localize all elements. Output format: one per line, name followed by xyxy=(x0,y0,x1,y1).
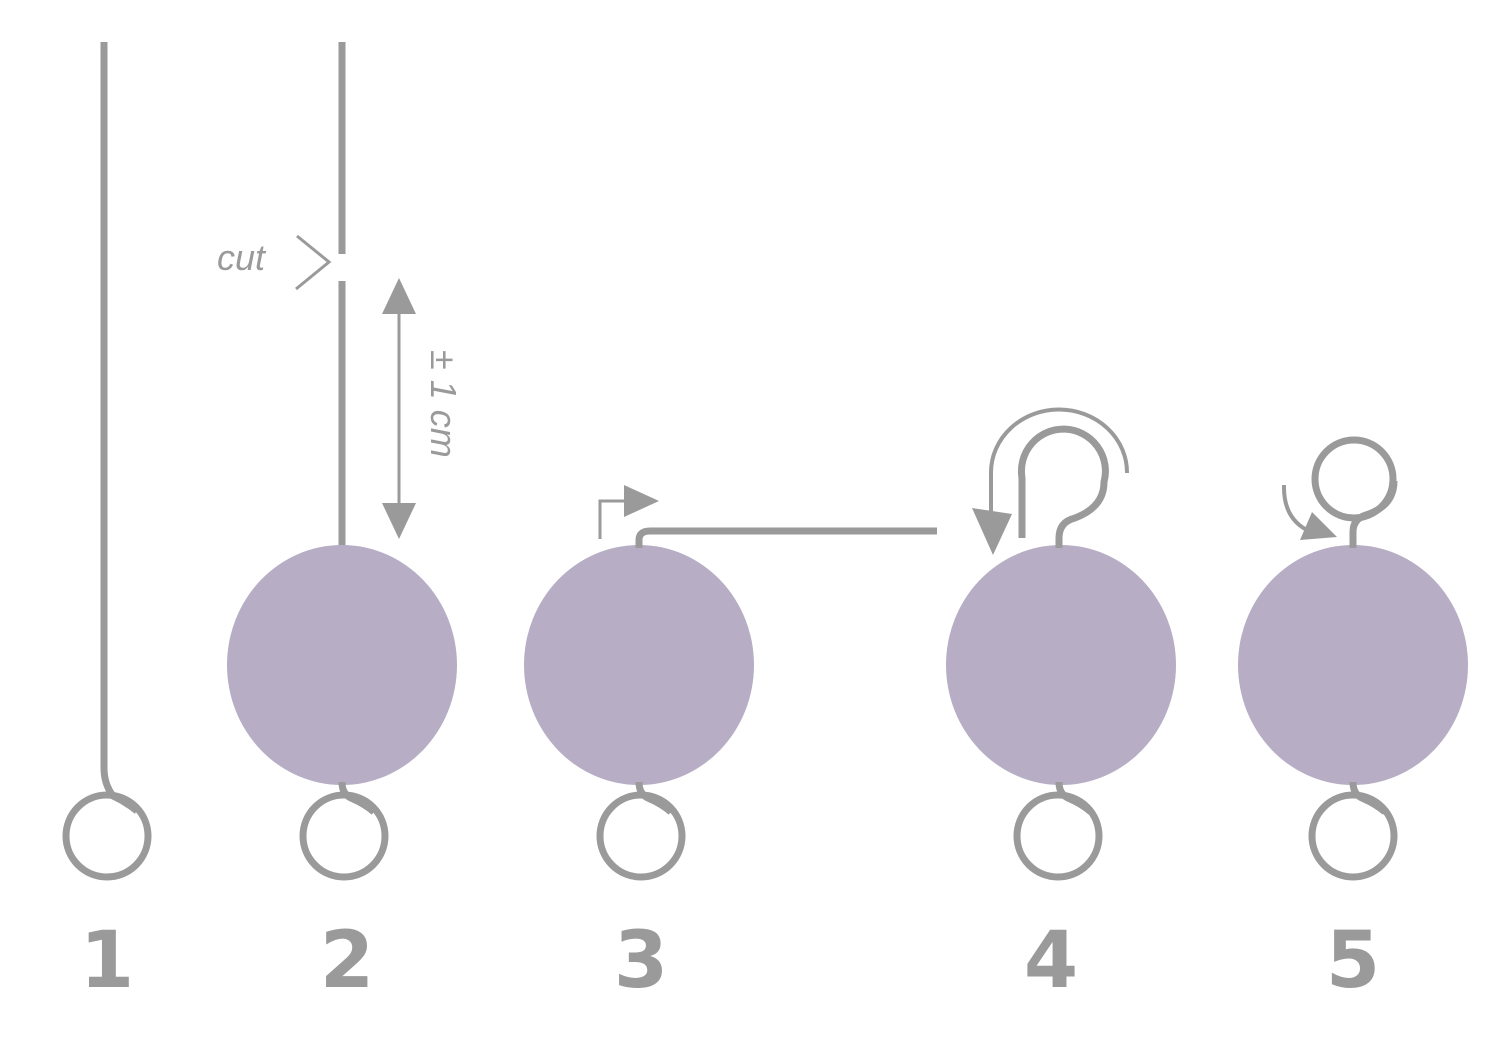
step-5-number: 5 xyxy=(1326,916,1380,1006)
step-1-eye-loop xyxy=(62,791,152,881)
step-2-eye-loop xyxy=(299,791,389,881)
step-3-eye-loop xyxy=(596,791,686,881)
distance-label: ± 1 cm xyxy=(423,350,464,458)
step-5-close-arrow-head-icon xyxy=(1300,512,1337,540)
step-3-group: 3 xyxy=(524,485,937,1006)
step-1-number: 1 xyxy=(80,916,134,1006)
distance-arrow-head-up-icon xyxy=(382,278,416,314)
distance-arrow-head-down-icon xyxy=(382,503,416,539)
step-4-top-loop-wire xyxy=(1017,425,1109,548)
step-4-wrap-arrow-curve xyxy=(989,407,1130,520)
step-1-eye-pin-wire xyxy=(100,42,140,814)
step-5-group: 5 xyxy=(1238,436,1468,1006)
step-5-eye-loop xyxy=(1308,791,1398,881)
step-4-eye-loop xyxy=(1013,791,1103,881)
step-2-bead xyxy=(227,545,457,785)
step-5-bead xyxy=(1238,545,1468,785)
step-3-bend-arrow-head-icon xyxy=(624,485,659,517)
step-3-number: 3 xyxy=(614,916,668,1006)
step-4-number: 4 xyxy=(1024,916,1078,1006)
cut-label: cut xyxy=(217,237,267,278)
step-3-bead xyxy=(524,545,754,785)
step-3-bend-arrow-line xyxy=(598,499,630,539)
step-4-bead xyxy=(946,545,1176,785)
cut-marker-icon xyxy=(295,234,332,291)
step-2-number: 2 xyxy=(320,916,374,1006)
step-4-wrap-arrow-head-icon xyxy=(972,508,1012,555)
step-2-group: cut ± 1 cm 2 xyxy=(217,42,464,1006)
step-1-group: 1 xyxy=(62,42,152,1006)
step-5-top-eye-loop xyxy=(1311,436,1397,522)
step-3-wire-bent xyxy=(635,527,937,548)
step-4-group: 4 xyxy=(946,407,1176,1006)
